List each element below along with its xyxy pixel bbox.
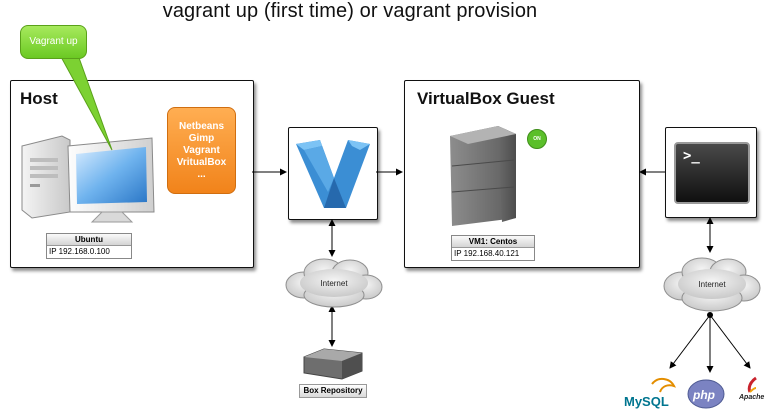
cloud-icon-left — [285, 258, 383, 308]
arrow-to-apache — [709, 314, 751, 369]
apache-logo-text: Apache — [738, 394, 764, 401]
app-vagrant: Vagrant — [183, 145, 220, 156]
guest-info-box: VM1: Centos IP 192.168.40.121 — [451, 235, 535, 261]
box-repository-label: Box Repository — [299, 384, 367, 398]
server-icon — [450, 126, 516, 226]
app-netbeans: Netbeans — [178, 121, 224, 132]
guest-title: VirtualBox Guest — [417, 89, 555, 108]
mysql-logo: MySQL — [624, 378, 676, 409]
vm-ip: IP 192.168.40.121 — [454, 249, 520, 258]
host-title: Host — [20, 89, 58, 108]
desktop-computer-icon — [21, 135, 155, 223]
host-ip: IP 192.168.0.100 — [49, 247, 110, 256]
terminal-icon: >_ — [674, 142, 750, 204]
internet-label-left: Internet — [320, 279, 348, 288]
apache-logo: Apache — [738, 376, 764, 401]
host-info-box: Ubuntu IP 192.168.0.100 — [46, 233, 132, 259]
terminal-prompt: >_ — [683, 148, 700, 164]
php-logo: php — [687, 379, 725, 409]
arrow-to-mysql — [669, 314, 711, 369]
cloud-icon-right — [663, 257, 761, 312]
app-more: ... — [197, 169, 206, 180]
mysql-logo-text: MySQL — [624, 394, 669, 409]
vagrant-up-callout: Vagrant up — [20, 25, 87, 59]
internet-label-right: Internet — [698, 280, 726, 289]
host-apps-callout: Netbeans Gimp Vagrant VritualBox ... — [167, 107, 236, 194]
diagram-title: vagrant up (first time) or vagrant provi… — [162, 0, 538, 22]
vagrant-logo-icon — [296, 140, 370, 208]
vm-name: VM1: Centos — [452, 236, 534, 248]
php-logo-text: php — [692, 388, 715, 402]
app-gimp: Gimp — [188, 133, 215, 144]
vm-status-badge: ON — [527, 129, 547, 149]
host-os-name: Ubuntu — [47, 234, 131, 246]
app-virtualbox: VritualBox — [176, 157, 227, 168]
repository-server-icon — [303, 348, 363, 380]
